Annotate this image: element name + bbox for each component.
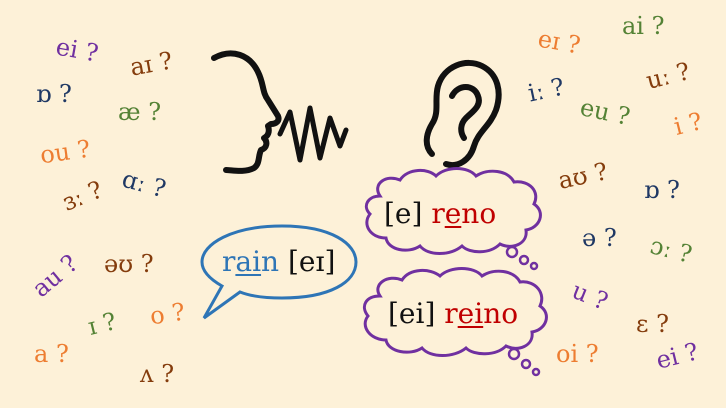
phoneme-symbol: əʊ ? <box>104 250 154 278</box>
thought-top-word-e: e <box>444 197 462 230</box>
thought-top-text: [e] reno <box>384 200 496 228</box>
phoneme-symbol: ʌ ? <box>140 360 175 388</box>
thought-bubble-bottom <box>363 267 548 357</box>
thought-bottom-word-ei: ei <box>457 297 484 330</box>
thought-bottom-word-rest: no <box>483 297 519 330</box>
phoneme-symbol: i ? <box>671 107 706 141</box>
thought-top-word-rest: no <box>461 197 497 230</box>
phoneme-symbol: æ ? <box>118 98 162 126</box>
speech-word-ai: ai <box>235 245 262 278</box>
phoneme-symbol: ɒ ? <box>36 80 72 108</box>
sound-wave-icon <box>277 105 349 163</box>
phoneme-symbol: aɪ ? <box>127 46 175 82</box>
thought-top-word-r: r <box>431 197 445 230</box>
thought-bottom-ipa: [ei] <box>388 297 436 330</box>
speech-ipa: [eɪ] <box>288 245 336 278</box>
phoneme-symbol: ou ? <box>38 134 93 170</box>
phoneme-symbol: o ? <box>148 297 187 331</box>
phoneme-symbol: ai ? <box>622 12 665 40</box>
phoneme-symbol: ɒ ? <box>644 176 680 204</box>
phoneme-symbol: ə ? <box>582 224 617 252</box>
ear-icon <box>423 59 502 168</box>
phoneme-symbol: ei ? <box>53 32 101 68</box>
phoneme-symbol: a ? <box>34 340 69 368</box>
phoneme-symbol: oi ? <box>556 340 599 368</box>
speech-word-r: r <box>222 245 236 278</box>
speaking-head-icon <box>211 50 282 174</box>
speech-bubble-text: rain [eɪ] <box>222 248 335 276</box>
phoneme-symbol: ɛ ? <box>636 310 669 338</box>
thought-top-ipa: [e] <box>384 197 423 230</box>
phoneme-symbol: iː ? <box>525 72 567 108</box>
speech-word-n: n <box>261 245 280 278</box>
speech-bubble <box>200 224 358 320</box>
phoneme-symbol: ɪ ? <box>85 307 120 341</box>
thought-bottom-word-r: r <box>444 297 458 330</box>
thought-bubble-top <box>364 167 542 255</box>
phoneme-symbol: eɪ ? <box>535 24 583 60</box>
thought-bottom-text: [ei] reino <box>388 300 518 328</box>
